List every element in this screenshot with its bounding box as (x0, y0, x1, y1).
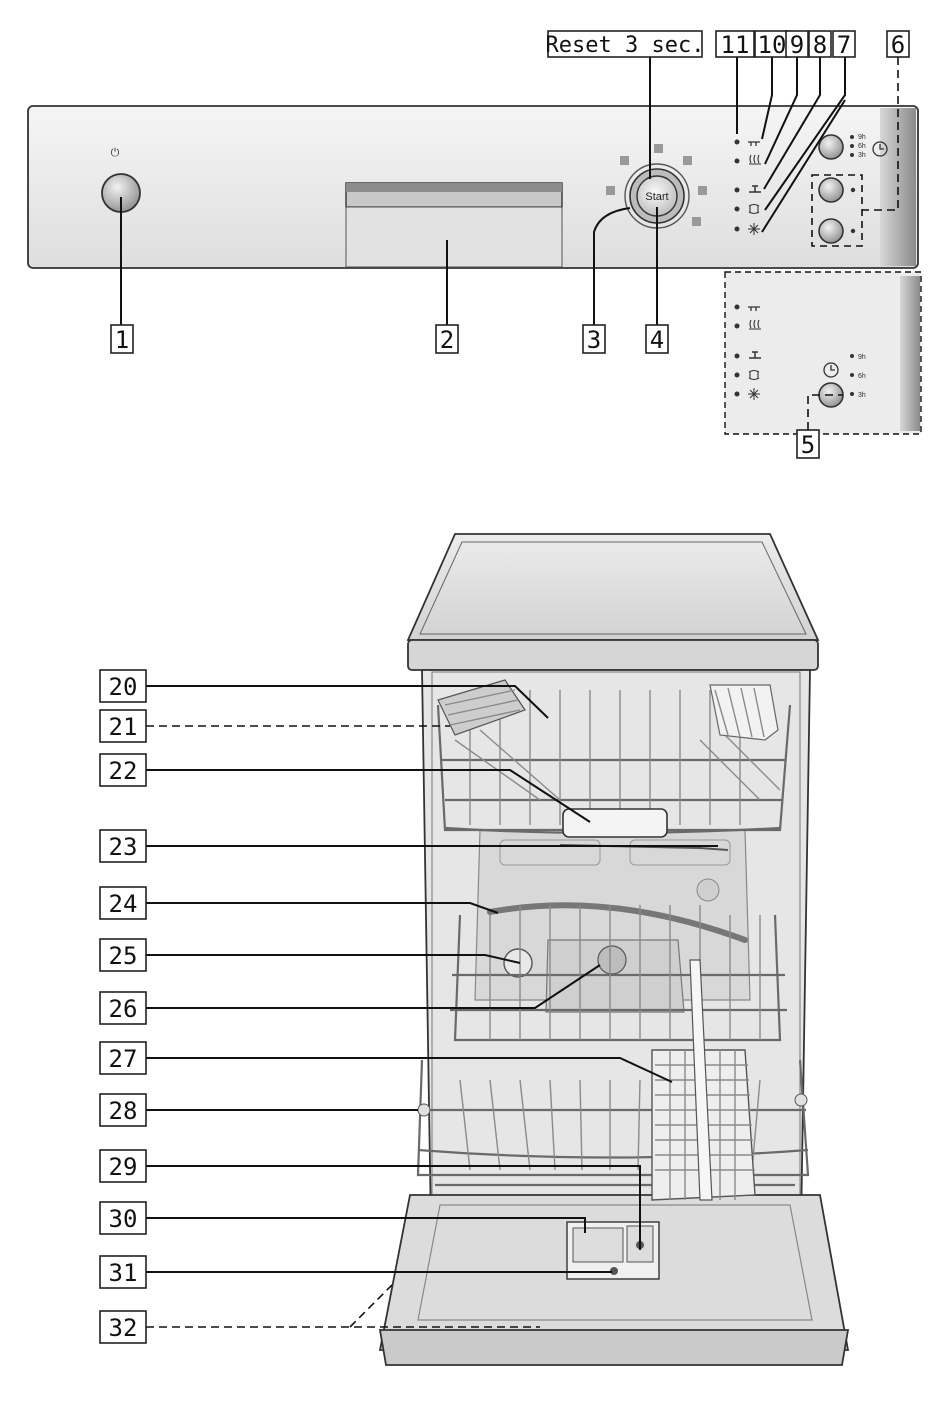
control-panel: ⏻ Start (28, 106, 918, 268)
callout-21: 21 (100, 710, 146, 742)
callout-label: 6 (891, 31, 905, 59)
callout-2: 2 (436, 325, 458, 354)
option-button-upper[interactable] (819, 178, 843, 202)
timer-option: 6h (858, 373, 866, 380)
callout-23: 23 (100, 830, 146, 862)
timer-option: 6h (858, 143, 866, 150)
callout-label: 26 (109, 995, 138, 1023)
callout-29: 29 (100, 1150, 146, 1182)
timer-option: 3h (858, 392, 866, 399)
callout-label: 30 (109, 1205, 138, 1233)
callout-30: 30 (100, 1202, 146, 1234)
callout-label: 11 (721, 31, 750, 59)
callout-24: 24 (100, 887, 146, 919)
callout-1: 1 (111, 325, 133, 354)
callout-label: 9 (790, 31, 804, 59)
callout-label: 2 (440, 326, 454, 354)
callout-label: 24 (109, 890, 138, 918)
callout-label: 3 (587, 326, 601, 354)
callout-label: 1 (115, 326, 129, 354)
callout-22: 22 (100, 754, 146, 786)
callout-label: 21 (109, 713, 138, 741)
start-label: Start (645, 191, 668, 203)
callout-4: 4 (646, 325, 668, 354)
timer-option: 9h (858, 354, 866, 361)
callout-label: 4 (650, 326, 664, 354)
callout-label: 27 (109, 1045, 138, 1073)
inset-panel: 9h 6h 3h (725, 272, 921, 434)
power-symbol: ⏻ (111, 146, 120, 159)
callout-27: 27 (100, 1042, 146, 1074)
callout-label: 32 (109, 1314, 138, 1342)
callout-label: 7 (837, 31, 851, 59)
callout-5: 5 (797, 430, 819, 459)
callout-label: 25 (109, 942, 138, 970)
callout-31: 31 (100, 1256, 146, 1288)
callout-label: 20 (109, 673, 138, 701)
reset-callout: Reset 3 sec. (546, 31, 705, 58)
callout-label: 23 (109, 833, 138, 861)
callout-20: 20 (100, 670, 146, 702)
callout-10: 10 (755, 31, 789, 59)
callout-8: 8 (809, 31, 831, 59)
callout-label: 28 (109, 1097, 138, 1125)
callout-7: 7 (833, 31, 855, 59)
timer-option: 9h (858, 134, 866, 141)
callout-6: 6 (887, 31, 909, 59)
callout-28: 28 (100, 1094, 146, 1126)
callout-11: 11 (716, 31, 754, 59)
option-button-lower[interactable] (819, 219, 843, 243)
reset-label: Reset 3 sec. (546, 33, 705, 58)
timer-option: 3h (858, 152, 866, 159)
callout-label: 31 (109, 1259, 138, 1287)
callout-9: 9 (786, 31, 808, 59)
callout-26: 26 (100, 992, 146, 1024)
callout-25: 25 (100, 939, 146, 971)
callout-32: 32 (100, 1311, 146, 1343)
callout-label: 8 (813, 31, 827, 59)
door-handle[interactable] (346, 183, 562, 267)
callout-label: 5 (801, 431, 815, 459)
timer-button[interactable] (819, 135, 843, 159)
callout-3: 3 (583, 325, 605, 354)
callout-label: 22 (109, 757, 138, 785)
callout-label: 29 (109, 1153, 138, 1181)
callout-label: 10 (758, 31, 787, 59)
